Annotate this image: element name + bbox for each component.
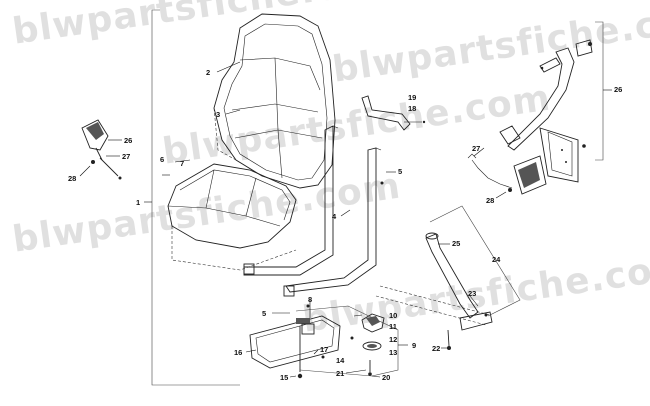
lower-mount [375, 205, 521, 350]
callout-27-belt: 27 [472, 144, 480, 153]
bracket [361, 95, 426, 131]
callout-10: 10 [389, 311, 397, 320]
seat-back [213, 13, 336, 189]
callout-5-upper: 5 [398, 167, 402, 176]
callout-8: 8 [308, 295, 312, 304]
callout-4: 4 [332, 212, 337, 221]
callout-25: 25 [452, 239, 460, 248]
callout-11: 11 [389, 322, 397, 331]
callout-16: 16 [234, 348, 242, 357]
callout-5-lower: 5 [262, 309, 266, 318]
callout-14: 14 [336, 356, 345, 365]
seat-belt-assembly [467, 21, 612, 195]
seat-frame [243, 125, 384, 297]
assembly-bracket [144, 9, 240, 386]
callout-9: 9 [412, 341, 416, 350]
callout-21: 21 [336, 369, 344, 378]
seat-belt-buckle [81, 119, 122, 180]
callout-19: 19 [408, 93, 416, 102]
callout-7: 7 [180, 159, 184, 168]
callout-28-belt: 28 [486, 196, 494, 205]
callout-22: 22 [432, 344, 440, 353]
slide-assembly [249, 304, 399, 379]
callout-18: 18 [408, 104, 416, 113]
callout-12: 12 [389, 335, 397, 344]
callout-27-buckle: 27 [122, 152, 130, 161]
callout-28-buckle: 28 [68, 174, 76, 183]
callout-6: 6 [160, 155, 164, 164]
callout-23: 23 [468, 289, 476, 298]
callout-26-buckle: 26 [124, 136, 132, 145]
callout-13: 13 [389, 348, 397, 357]
callout-15: 15 [280, 373, 288, 382]
callout-1: 1 [136, 198, 140, 207]
callout-20: 20 [382, 373, 390, 382]
callout-26-belt: 26 [614, 85, 622, 94]
callout-2: 2 [206, 68, 210, 77]
callout-3: 3 [216, 110, 220, 119]
callout-17: 17 [320, 345, 328, 354]
callouts: 1 2 3 4 5 5 6 7 8 9 10 11 12 13 14 15 16… [68, 68, 622, 382]
leader-lines [79, 61, 507, 378]
seat-cushion [167, 163, 297, 271]
callout-24: 24 [492, 255, 501, 264]
